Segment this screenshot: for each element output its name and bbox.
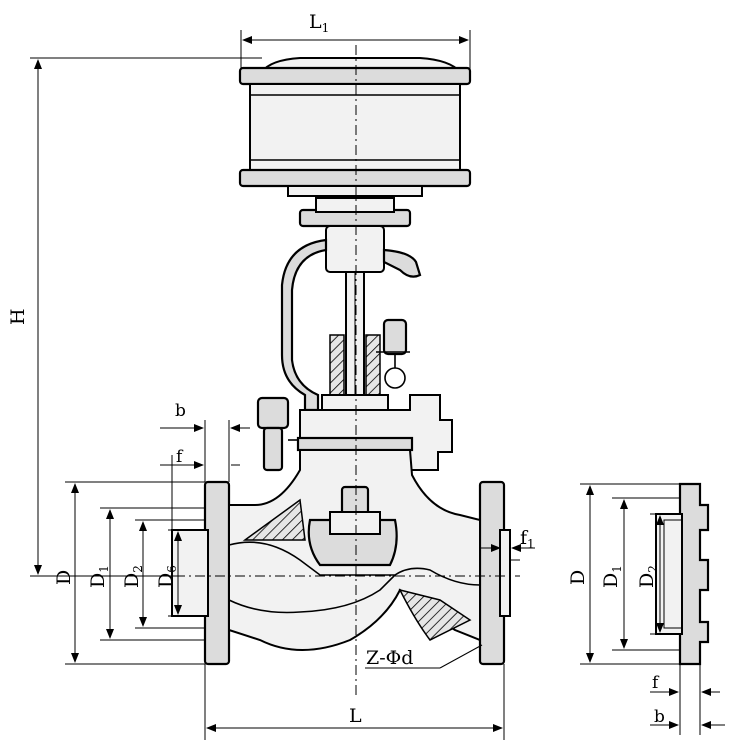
label-D2-left: D2 xyxy=(121,565,145,588)
center-lines xyxy=(175,45,520,695)
label-D1-left: D1 xyxy=(87,565,111,588)
label-D-right: D xyxy=(567,570,589,585)
label-L: L xyxy=(349,705,362,727)
label-f1: f1 xyxy=(520,527,535,551)
label-D6-left: D6 xyxy=(155,565,179,588)
label-L1: L1 xyxy=(309,11,329,35)
dimensions xyxy=(30,30,725,740)
label-D2-right: D2 xyxy=(636,565,660,588)
label-b-right: b xyxy=(654,707,665,727)
label-f-left: f xyxy=(176,447,184,467)
flange-detail xyxy=(655,482,710,666)
valve-body xyxy=(171,449,511,666)
label-H: H xyxy=(7,308,29,325)
label-Z-phi-d: Z-Φd xyxy=(366,647,413,669)
label-D-left: D xyxy=(53,570,75,585)
label-f-right: f xyxy=(652,673,660,693)
labels: L1 H b f D D1 D2 D6 f1 Z-Φd L D D1 D2 f … xyxy=(7,11,665,727)
label-D1-right: D1 xyxy=(600,565,624,588)
actuator xyxy=(238,57,472,197)
bonnet xyxy=(256,394,453,472)
label-b-left: b xyxy=(175,401,186,421)
